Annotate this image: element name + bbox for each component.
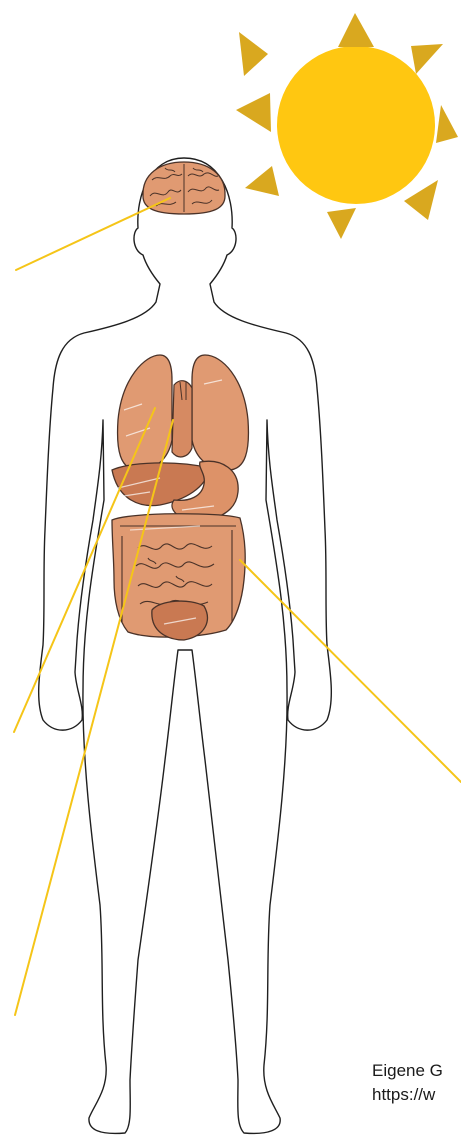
image-credit-line-1: Eigene G — [372, 1061, 443, 1081]
brain-icon — [143, 162, 225, 214]
body-outline — [39, 158, 332, 1133]
image-credit-line-2: https://w — [372, 1085, 435, 1105]
sun-icon — [236, 13, 458, 239]
